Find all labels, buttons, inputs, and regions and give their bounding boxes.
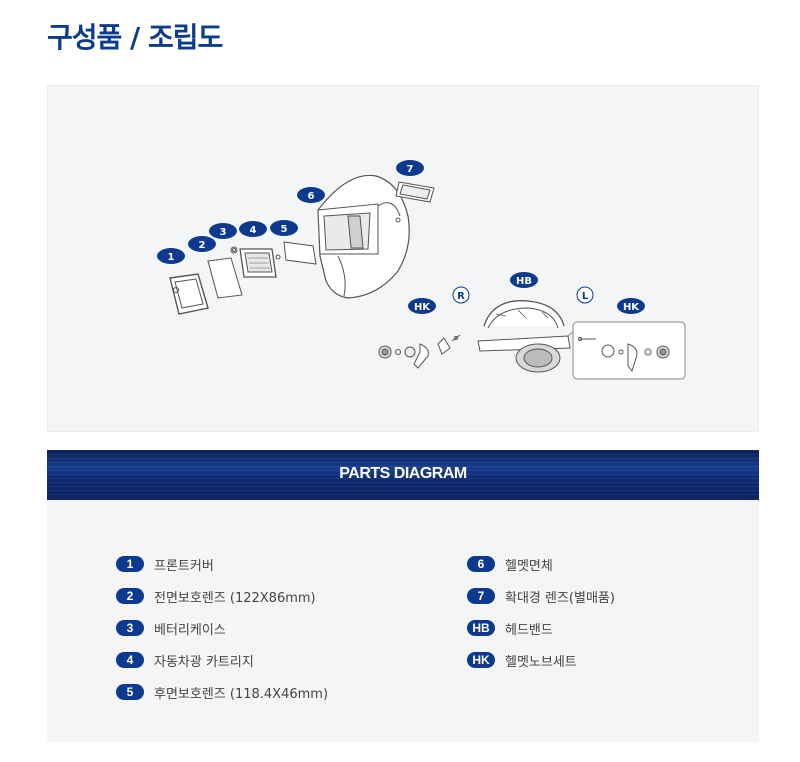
svg-text:3: 3 <box>220 227 227 238</box>
part-label: 전면보호렌즈 (122X86mm) <box>154 590 316 606</box>
part-label: 자동차광 카트리지 <box>154 654 254 670</box>
parts-diagram-banner: PARTS DIAGRAM <box>47 450 759 500</box>
legend-item: 2 전면보호렌즈 (122X86mm) <box>116 580 328 612</box>
tag-7: 7 <box>396 160 424 176</box>
tag-5: 5 <box>270 220 298 236</box>
tag-l: L <box>576 286 594 304</box>
rear-lens-drawing <box>283 241 317 265</box>
legend-column-right: 6 헬멧면체 7 확대경 렌즈(별매품) HB 헤드밴드 HK 헬멧노브세트 <box>467 548 615 676</box>
part-label: 프론트커버 <box>154 558 214 574</box>
tag-4: 4 <box>239 221 267 237</box>
front-cover-drawing <box>169 273 209 315</box>
svg-text:5: 5 <box>281 224 288 235</box>
part-badge: 2 <box>116 588 144 604</box>
part-badge: 3 <box>116 620 144 636</box>
headband-drawing <box>477 300 571 373</box>
left-knob-set-drawing <box>378 334 461 369</box>
svg-text:7: 7 <box>407 164 414 175</box>
part-tags: 1 2 3 4 5 6 7 <box>157 160 645 314</box>
legend-item: 6 헬멧면체 <box>467 548 615 580</box>
magnifier-lens-drawing <box>395 181 435 203</box>
part-badge: 6 <box>467 556 495 572</box>
svg-text:R: R <box>457 291 465 302</box>
tag-hk-left: HK <box>408 298 436 314</box>
legend-item: 5 후면보호렌즈 (118.4X46mm) <box>116 676 328 708</box>
tag-r: R <box>452 286 470 304</box>
legend-item: 1 프론트커버 <box>116 548 328 580</box>
part-badge: 7 <box>467 588 495 604</box>
assembly-diagram: 1 2 3 4 5 6 7 <box>47 85 759 432</box>
battery-case-drawing <box>230 246 238 254</box>
svg-text:4: 4 <box>250 225 257 236</box>
svg-text:2: 2 <box>199 240 206 251</box>
cartridge-drawing <box>239 248 277 278</box>
exploded-view-drawing: 1 2 3 4 5 6 7 <box>157 160 686 380</box>
part-label: 헤드밴드 <box>505 622 553 638</box>
svg-text:6: 6 <box>308 191 315 202</box>
tag-3: 3 <box>209 223 237 239</box>
legend-item: 4 자동차광 카트리지 <box>116 644 328 676</box>
part-badge: 1 <box>116 556 144 572</box>
front-lens-drawing <box>207 257 243 299</box>
tag-hb: HB <box>510 272 538 288</box>
svg-text:HK: HK <box>414 302 431 313</box>
svg-text:L: L <box>582 291 589 302</box>
legend-item: 3 베터리케이스 <box>116 612 328 644</box>
part-label: 베터리케이스 <box>154 622 226 638</box>
part-label: 확대경 렌즈(별매품) <box>505 590 615 606</box>
legend-column-left: 1 프론트커버 2 전면보호렌즈 (122X86mm) 3 베터리케이스 4 자… <box>116 548 328 708</box>
svg-text:1: 1 <box>168 252 175 263</box>
parts-legend: 1 프론트커버 2 전면보호렌즈 (122X86mm) 3 베터리케이스 4 자… <box>47 500 759 742</box>
tag-hk-right: HK <box>617 298 645 314</box>
svg-text:HB: HB <box>516 276 532 287</box>
right-knob-set-inset <box>567 321 686 380</box>
part-badge: HK <box>467 652 495 668</box>
part-label: 후면보호렌즈 (118.4X46mm) <box>154 686 329 702</box>
legend-item: HK 헬멧노브세트 <box>467 644 615 676</box>
part-badge: 5 <box>116 684 144 700</box>
legend-item: 7 확대경 렌즈(별매품) <box>467 580 615 612</box>
part-badge: HB <box>467 620 495 636</box>
part-label: 헬멧면체 <box>505 558 553 574</box>
banner-title: PARTS DIAGRAM <box>339 465 467 482</box>
tag-6: 6 <box>297 187 325 203</box>
tag-1: 1 <box>157 248 185 264</box>
page-title: 구성품 / 조립도 <box>47 21 223 54</box>
tag-2: 2 <box>188 236 216 252</box>
part-badge: 4 <box>116 652 144 668</box>
helmet-shell-drawing <box>317 174 410 299</box>
part-label: 헬멧노브세트 <box>505 654 577 670</box>
legend-item: HB 헤드밴드 <box>467 612 615 644</box>
svg-text:HK: HK <box>623 302 640 313</box>
